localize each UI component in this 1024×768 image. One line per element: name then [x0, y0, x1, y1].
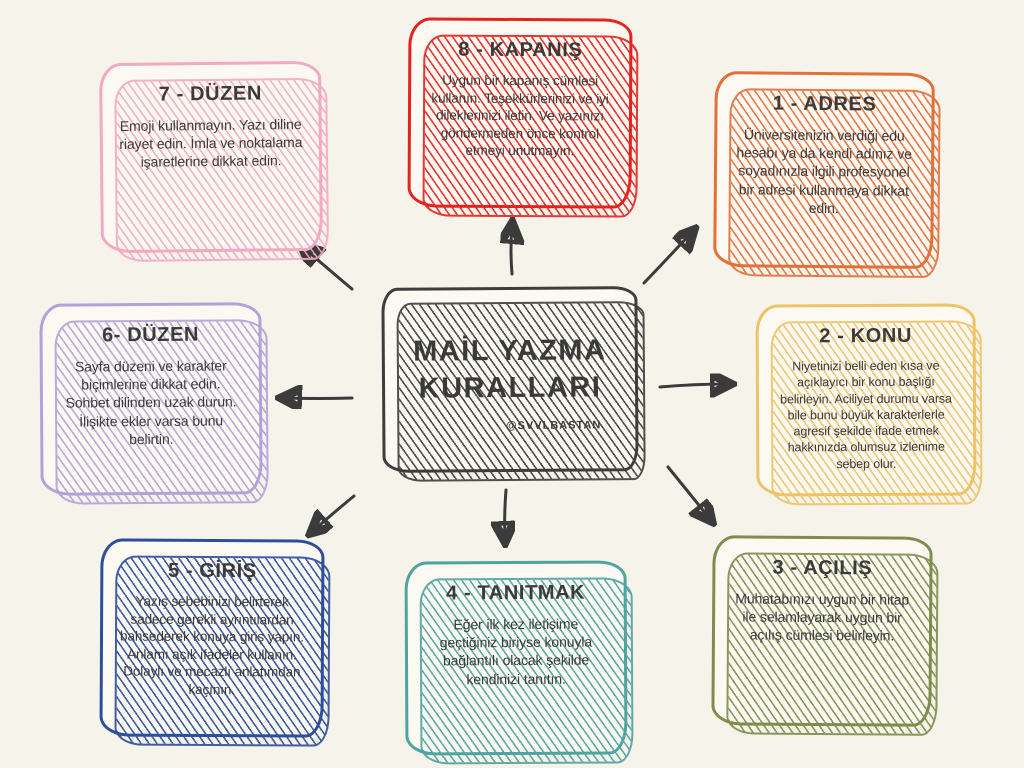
rule-card-title: 8 - KAPANIŞ — [458, 38, 583, 62]
diagram-title: MAİL YAZMA KURALLARI — [413, 334, 607, 405]
rule-card-body: Uygun bir kapanış cümlesi kullanın. Teşe… — [431, 72, 609, 159]
rule-card-title: 1 - ADRES — [772, 92, 877, 116]
rule-card-8-kapanis: 8 - KAPANIŞ Uygun bir kapanış cümlesi ku… — [407, 17, 633, 209]
rule-card-title: 5 - GİRİŞ — [167, 559, 257, 583]
arrow-to-tanitmak — [505, 488, 506, 539]
arrow-to-duzen6 — [284, 398, 354, 399]
rule-card-title: 2 - KONU — [819, 324, 913, 348]
rule-card-title: 3 - AÇILIŞ — [772, 556, 873, 580]
rule-card-4-tanitmak: 4 - TANITMAK Eğer ilk kez iletişime geçt… — [404, 560, 628, 756]
author-handle: @SVVLBASTAN — [505, 419, 602, 432]
rule-card-2-konu: 2 - KONU Niyetinizi belli eden kısa ve a… — [755, 303, 977, 497]
rule-card-body: Muhatabınızı uygun bir hitap ile selamla… — [735, 590, 910, 644]
rule-card-7-duzen: 7 - DÜZEN Emoji kullanmayın. Yazı diline… — [99, 60, 323, 254]
rule-card-3-acilis: 3 - AÇILIŞ Muhatabınızı uygun bir hitap … — [711, 535, 933, 727]
arrow-to-kapanis — [511, 226, 512, 276]
center-title-card: MAİL YAZMA KURALLARI @SVVLBASTAN — [381, 286, 639, 473]
rule-card-body: Sayfa düzeni ve karakter biçimlerine dik… — [65, 357, 237, 447]
rule-card-5-giris: 5 - GİRİŞ Yazış sebebinizi belirterek sa… — [99, 538, 325, 738]
arrow-to-acilis — [666, 465, 710, 519]
rule-card-body: Emoji kullanmayın. Yazı diline riayet ed… — [119, 116, 303, 171]
rule-card-title: 7 - DÜZEN — [158, 82, 263, 106]
rule-card-body: Üniversitenizin verdiği edu hesabı ya da… — [736, 126, 912, 216]
arrow-to-adres — [642, 232, 692, 285]
rule-card-title: 6- DÜZEN — [101, 323, 200, 347]
rule-card-body: Eğer ilk kez iletişime geçtiğiniz biriys… — [439, 615, 593, 687]
arrow-to-konu — [658, 384, 728, 387]
rule-card-6-duzen: 6- DÜZEN Sayfa düzeni ve karakter biçiml… — [39, 302, 263, 496]
rule-card-body: Yazış sebebinizi belirterek sadece gerek… — [120, 593, 304, 697]
rule-card-title: 4 - TANITMAK — [446, 581, 586, 605]
arrow-to-giris — [313, 494, 356, 531]
rule-card-1-adres: 1 - ADRES Üniversitenizin verdiği edu he… — [713, 71, 935, 269]
rule-card-body: Niyetinizi belli eden kısa ve açıklayıcı… — [780, 358, 952, 471]
